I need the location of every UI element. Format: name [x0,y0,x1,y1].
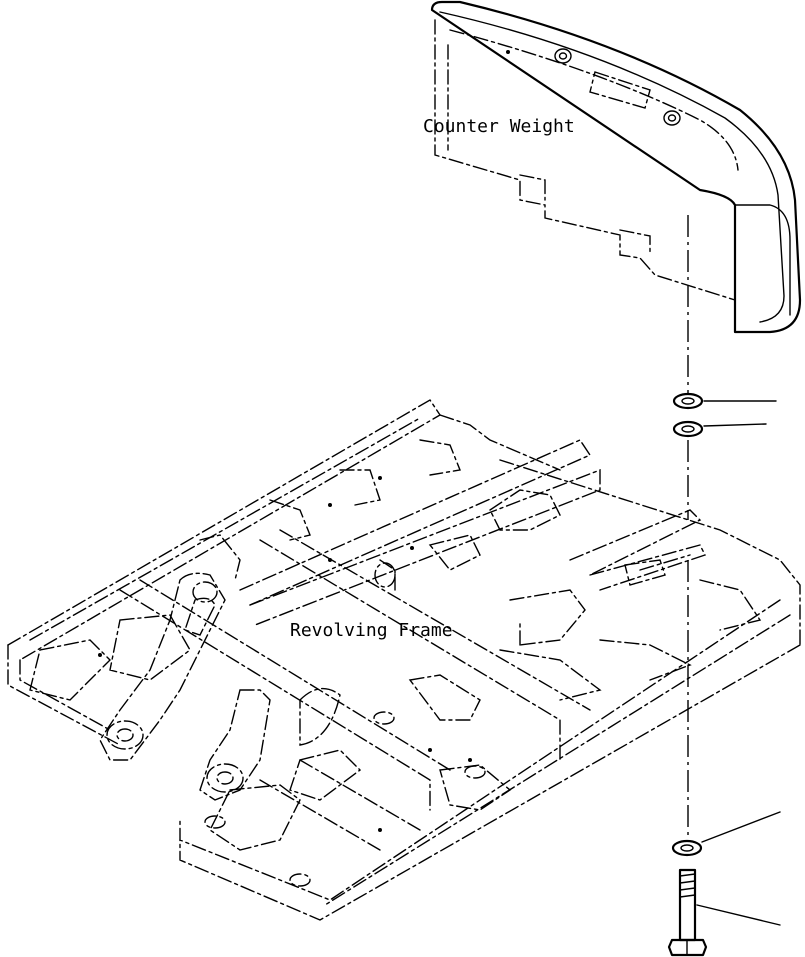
frame-fasteners [98,476,472,832]
upper-washer [672,392,777,410]
revolving-frame-label: Revolving Frame [290,620,453,641]
revolving-frame: Revolving Frame [7,399,801,921]
counter-weight: Counter Weight [423,0,802,334]
bolt-washer [671,811,781,857]
counter-weight-label: Counter Weight [423,116,575,137]
mounting-bolt [667,868,781,957]
lower-washer [672,420,767,438]
